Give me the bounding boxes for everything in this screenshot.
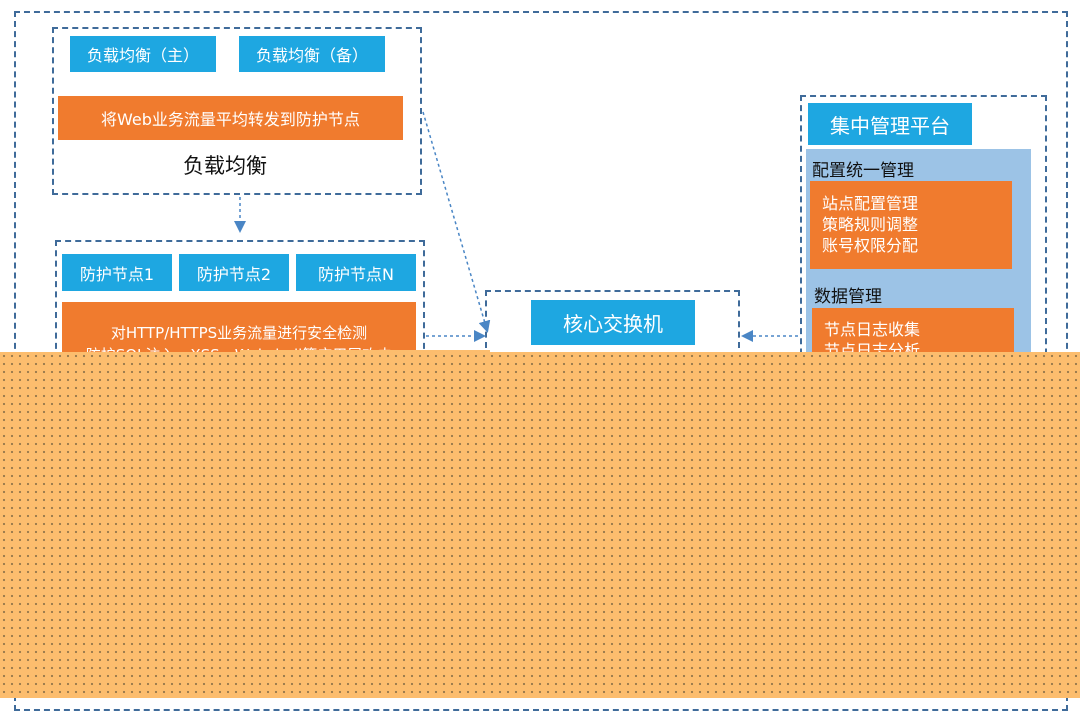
load-balance-backup-tag: 负载均衡（备） bbox=[239, 36, 385, 72]
data-item: 节点日志收集 bbox=[824, 320, 921, 339]
arrow-loadbalance-to-switch bbox=[422, 111, 491, 333]
management-title: 集中管理平台 bbox=[808, 103, 972, 145]
load-balance-caption: 负载均衡 bbox=[183, 154, 267, 178]
load-balance-primary-tag: 负载均衡（主） bbox=[70, 36, 216, 72]
config-item: 账号权限分配 bbox=[822, 236, 919, 255]
load-balance-group bbox=[52, 27, 422, 195]
data-section-title: 数据管理 bbox=[814, 287, 882, 307]
config-item: 站点配置管理 bbox=[822, 194, 919, 213]
protection-node-tag: 防护节点N bbox=[296, 254, 416, 291]
protection-node-tag: 防护节点2 bbox=[179, 254, 289, 291]
load-balance-description: 将Web业务流量平均转发到防护节点 bbox=[58, 96, 403, 140]
core-switch-label: 核心交换机 bbox=[531, 300, 695, 345]
config-section-title: 配置统一管理 bbox=[812, 161, 914, 181]
protection-description-line: 对HTTP/HTTPS业务流量进行安全检测 bbox=[110, 324, 368, 342]
config-items-box: 站点配置管理 策略规则调整 账号权限分配 bbox=[810, 181, 1012, 269]
protection-node-tag: 防护节点1 bbox=[62, 254, 172, 291]
redacted-region bbox=[0, 352, 1080, 698]
config-item: 策略规则调整 bbox=[822, 215, 919, 234]
